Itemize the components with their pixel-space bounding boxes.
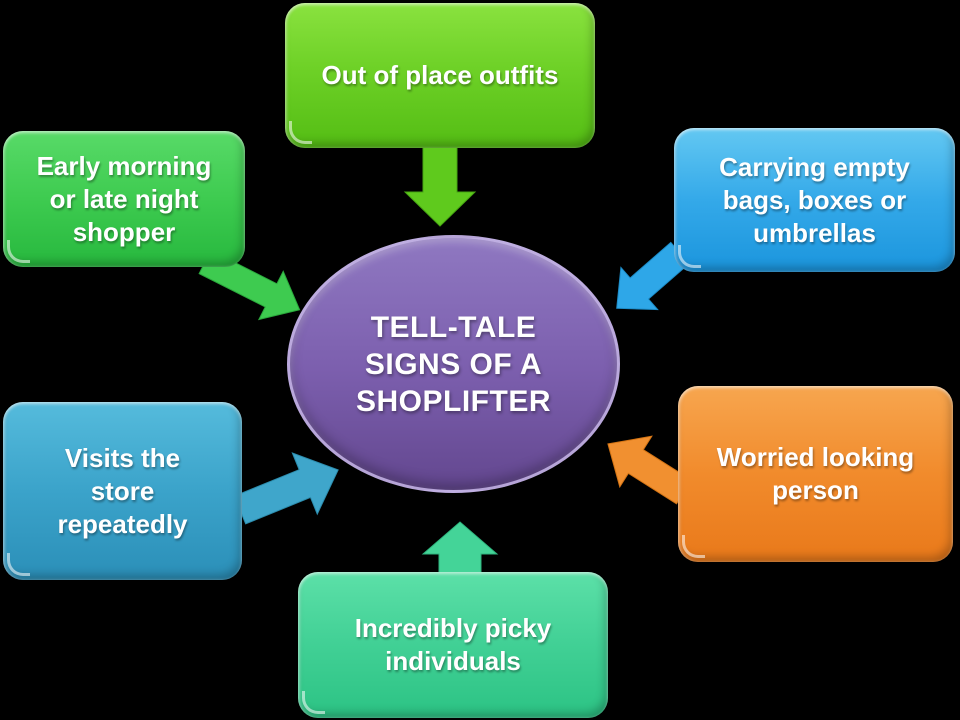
node-early-morning-late-night-shopper: Early morning or late night shopper — [3, 131, 245, 267]
node-label: Incredibly picky individuals — [354, 613, 552, 676]
center-title: TELL-TALE SIGNS OF A SHOPLIFTER — [355, 310, 551, 418]
node-carrying-empty-bags: Carrying empty bags, boxes or umbrellas — [674, 128, 955, 272]
node-incredibly-picky-individuals: Incredibly picky individuals — [298, 572, 608, 718]
arrow-topright-to-center — [616, 241, 690, 311]
node-label: Visits the store repeatedly — [57, 442, 188, 539]
arrow-top-to-center — [403, 145, 477, 227]
arrow-left-to-center — [233, 452, 339, 525]
arrow-topleft-to-center — [198, 249, 301, 321]
center-title-ellipse: TELL-TALE SIGNS OF A SHOPLIFTER — [287, 235, 620, 493]
node-label: Out of place outfits — [321, 60, 559, 90]
node-worried-looking-person: Worried looking person — [678, 386, 953, 562]
node-label: Worried looking person — [716, 442, 915, 505]
node-out-of-place-outfits: Out of place outfits — [285, 3, 595, 148]
node-label: Early morning or late night shopper — [36, 150, 212, 247]
node-visits-store-repeatedly: Visits the store repeatedly — [3, 402, 242, 580]
arrow-bottom-to-center — [421, 521, 499, 575]
node-label: Carrying empty bags, boxes or umbrellas — [719, 151, 910, 248]
